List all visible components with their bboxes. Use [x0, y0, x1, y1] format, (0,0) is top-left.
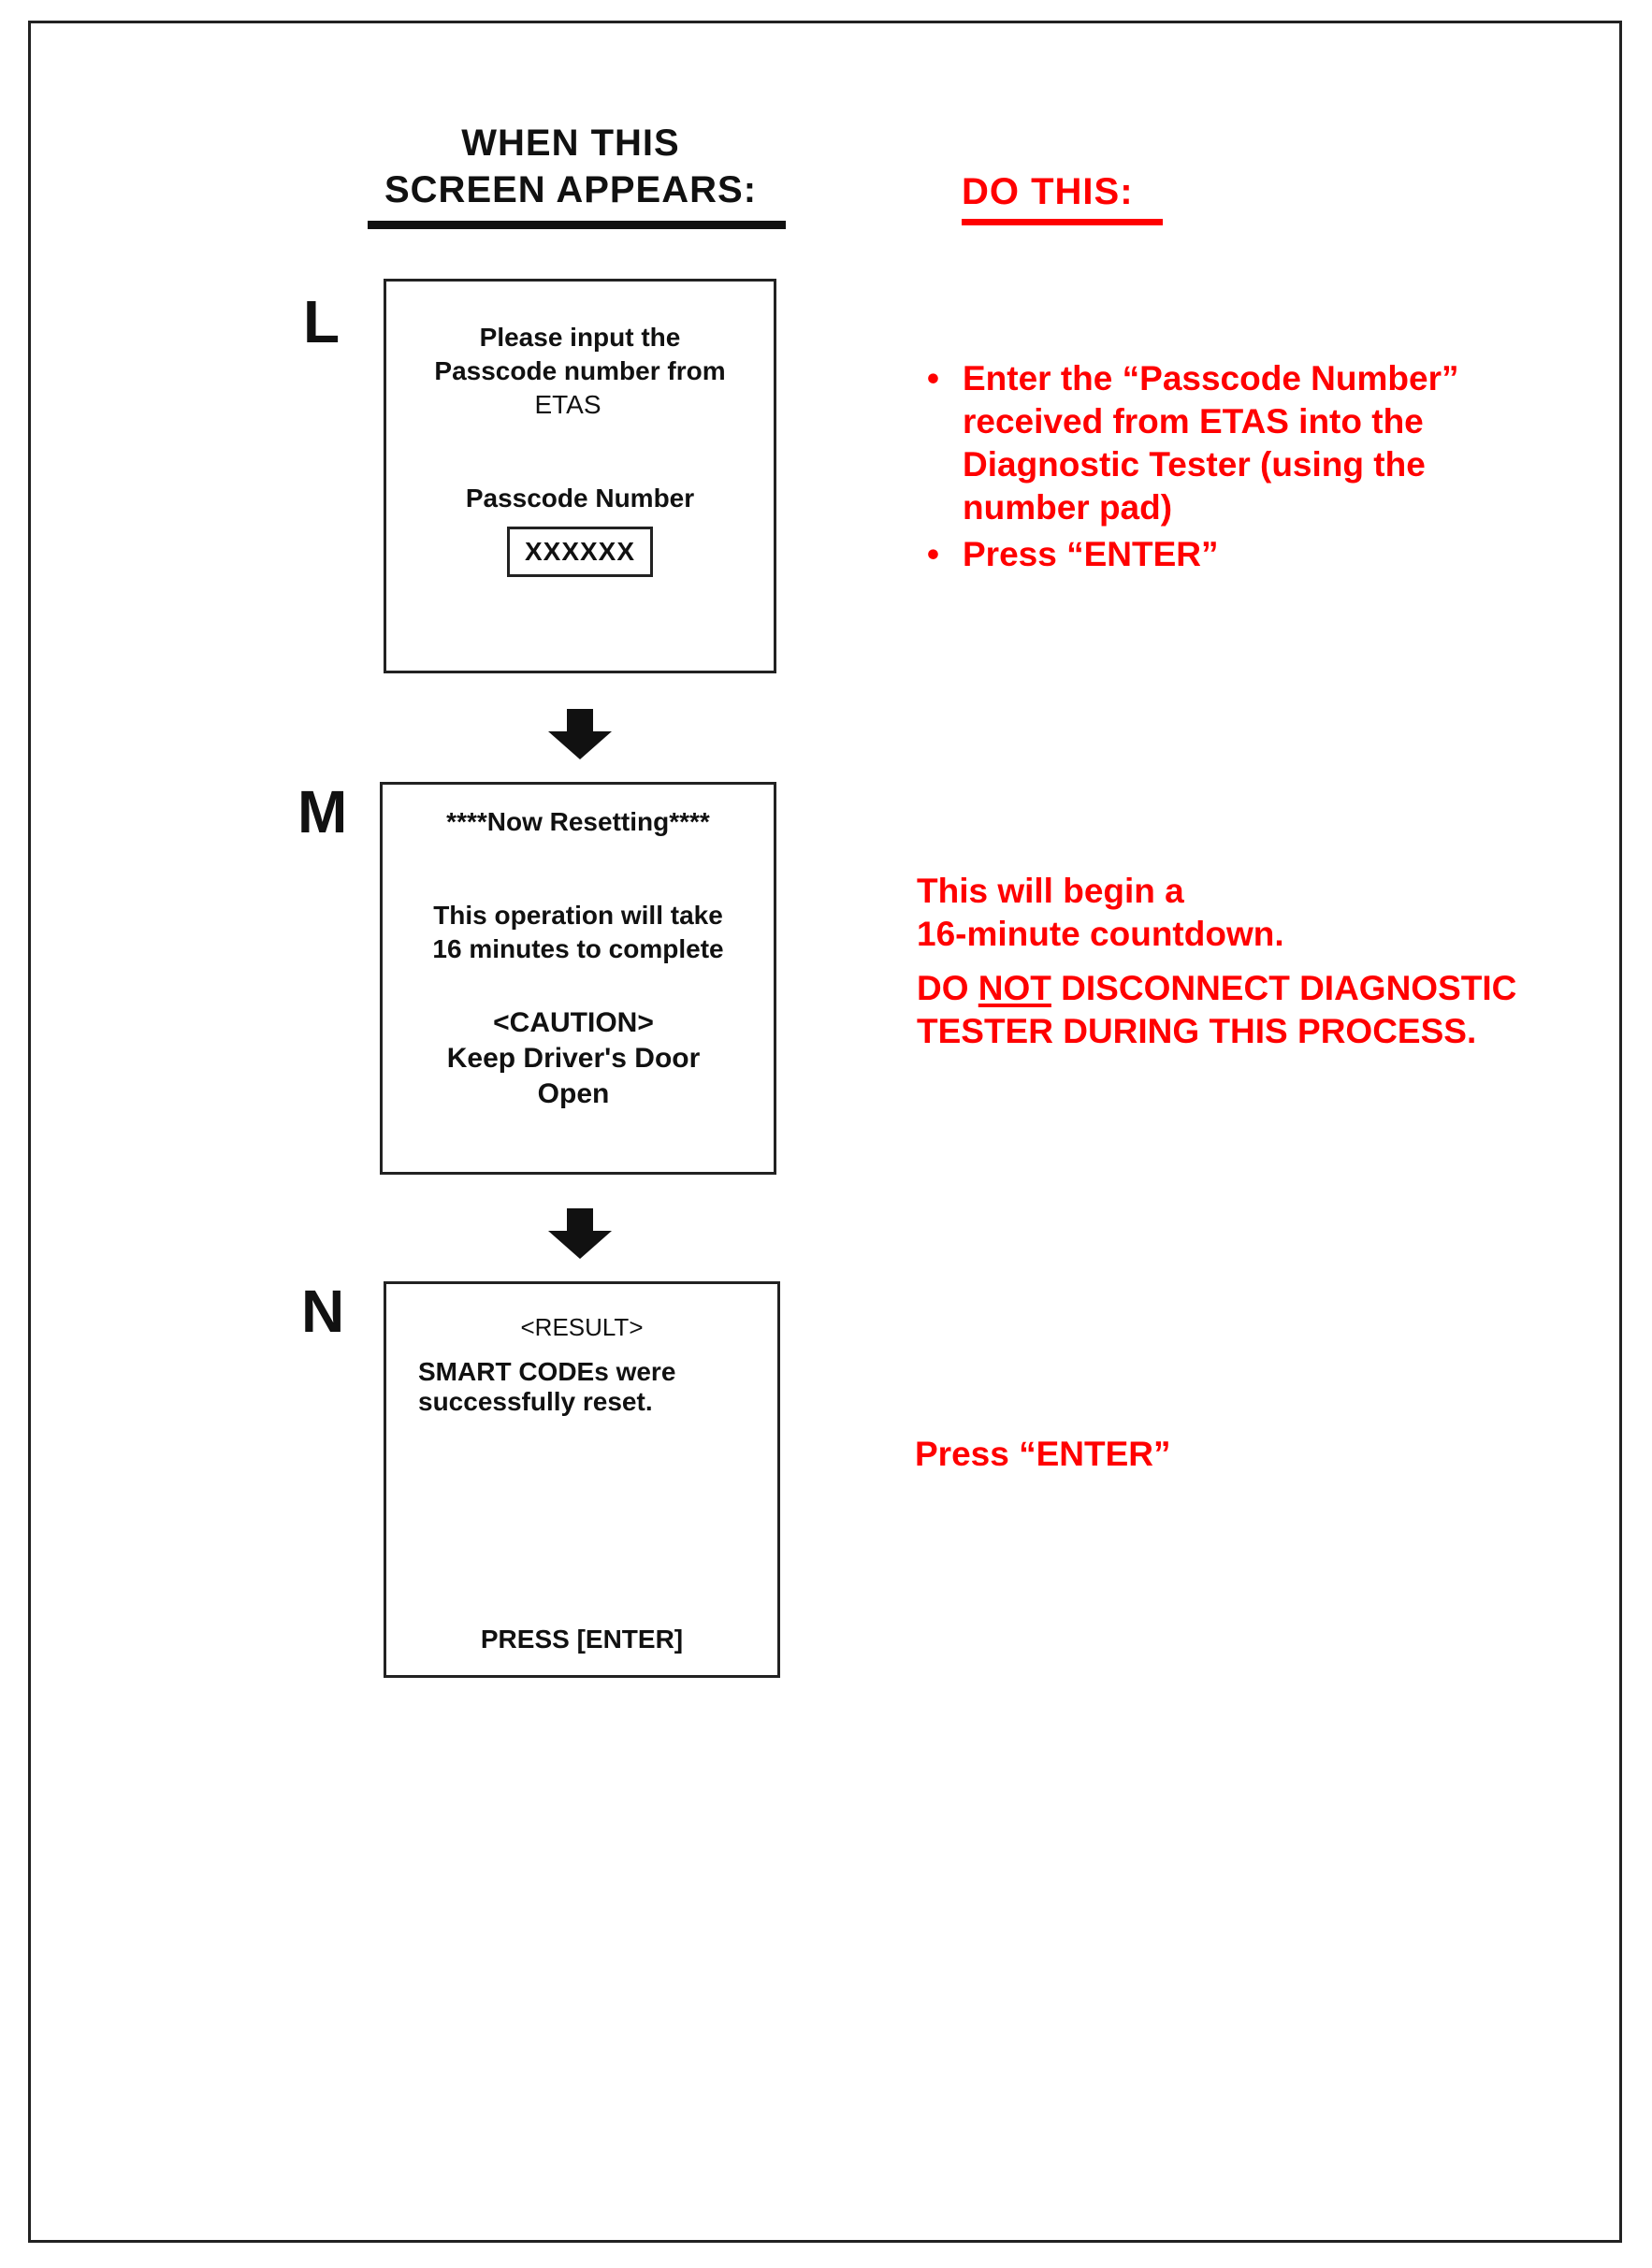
- instruction-l-2-text: Press “ENTER”: [963, 535, 1219, 573]
- screen-m-line-6: Open: [537, 1078, 610, 1109]
- screen-m-line-5: Keep Driver's Door: [446, 1043, 701, 1074]
- screen-n-footer: PRESS [ENTER]: [480, 1625, 684, 1654]
- screen-m-line-2: This operation will take: [433, 901, 723, 930]
- screen-m-line-3: 16 minutes to complete: [432, 934, 724, 963]
- screen-l-line-2: Passcode number from: [434, 356, 726, 385]
- instruction-l-1-line-4: number pad): [963, 488, 1173, 527]
- warning-not: NOT: [978, 969, 1051, 1007]
- heading-line-1: WHEN THIS: [461, 123, 680, 164]
- passcode-field: XXXXXX: [506, 527, 654, 577]
- instruction-l-1-line-2: received from ETAS into the: [963, 402, 1424, 441]
- step-letter-l: L: [303, 288, 341, 355]
- bullet-icon: •: [927, 359, 939, 397]
- screen-m-caution: <CAUTION>: [493, 1007, 654, 1038]
- instruction-l-1-line-3: Diagnostic Tester (using the: [963, 445, 1426, 484]
- screen-now-resetting: ****Now Resetting**** This operation wil…: [380, 782, 776, 1175]
- instruction-m-warning-line-1: DO NOT DISCONNECT DIAGNOSTIC: [917, 967, 1516, 1010]
- step-letter-m: M: [297, 778, 348, 845]
- bullet-icon: •: [927, 535, 939, 573]
- screen-n-result-label: <RESULT>: [520, 1313, 644, 1341]
- when-this-screen-appears-heading: WHEN THIS SCREEN APPEARS:: [355, 120, 786, 213]
- warning-do: DO: [917, 969, 978, 1007]
- passcode-number-label: Passcode Number: [465, 484, 695, 513]
- warning-rest: DISCONNECT DIAGNOSTIC: [1051, 969, 1517, 1007]
- instruction-m-line-2: 16-minute countdown.: [917, 915, 1284, 953]
- instruction-l-item-1: • Enter the “Passcode Number” received f…: [920, 357, 1458, 529]
- page-frame: [28, 21, 1622, 2243]
- screen-l-line-3: ETAS: [534, 390, 601, 419]
- instruction-m-warning-line-2: TESTER DURING THIS PROCESS.: [917, 1012, 1477, 1050]
- heading-underline: [368, 221, 786, 229]
- instructions-n: Press “ENTER”: [915, 1435, 1171, 1473]
- screen-n-line-3: successfully reset.: [418, 1387, 653, 1416]
- do-this-heading: DO THIS:: [962, 171, 1134, 212]
- do-this-underline: [962, 219, 1163, 225]
- instruction-l-item-2: • Press “ENTER”: [920, 533, 1458, 576]
- instruction-l-1-line-1: Enter the “Passcode Number”: [963, 359, 1459, 397]
- heading-line-2: SCREEN APPEARS:: [384, 169, 758, 210]
- step-letter-n: N: [301, 1278, 345, 1345]
- instructions-m: This will begin a 16-minute countdown. D…: [917, 870, 1516, 1053]
- screen-l-line-1: Please input the: [479, 323, 681, 352]
- screen-n-line-2: SMART CODEs were: [418, 1357, 676, 1386]
- instruction-m-line-1: This will begin a: [917, 872, 1184, 910]
- screen-result: <RESULT> SMART CODEs were successfully r…: [384, 1281, 780, 1678]
- screen-m-line-1: ****Now Resetting****: [446, 807, 710, 836]
- instructions-l: • Enter the “Passcode Number” received f…: [920, 357, 1458, 576]
- screen-passcode-input: Please input the Passcode number from ET…: [384, 279, 776, 673]
